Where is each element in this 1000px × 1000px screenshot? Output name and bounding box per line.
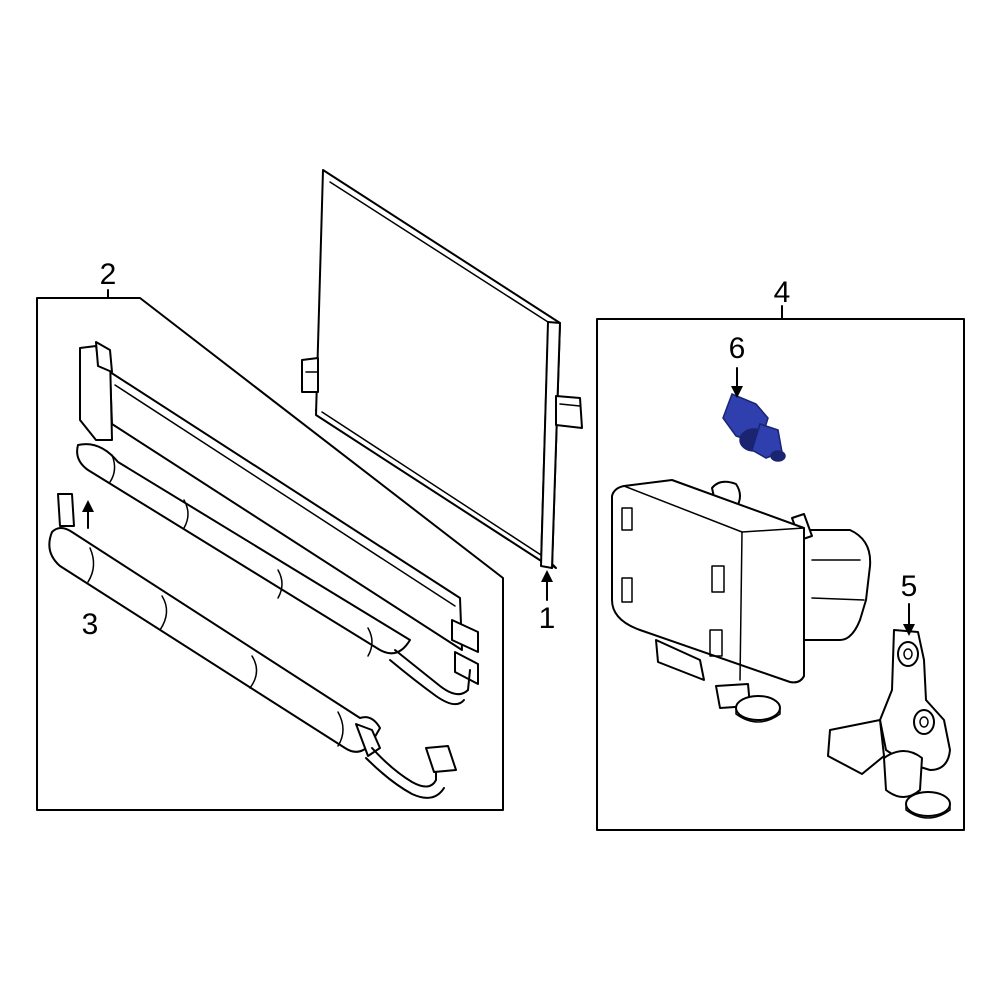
bracket-part-5[interactable]: [827, 629, 951, 819]
leader-arrows: [82, 367, 915, 636]
condenser-part-1[interactable]: [301, 169, 583, 569]
callout-6: 6: [729, 332, 746, 365]
callout-5: 5: [901, 570, 918, 603]
dryer-tube-part-3[interactable]: [48, 493, 457, 799]
callout-4: 4: [774, 276, 791, 309]
callout-3: 3: [82, 608, 99, 641]
callout-1: 1: [539, 602, 556, 635]
group-box-4: [596, 305, 965, 831]
group-box-2: [36, 289, 504, 811]
cooler-unit-part-4[interactable]: [611, 479, 872, 723]
callout-2: 2: [100, 258, 117, 291]
dryer-assembly-part-2[interactable]: [76, 341, 479, 706]
sensor-part-6[interactable]: [722, 393, 786, 462]
